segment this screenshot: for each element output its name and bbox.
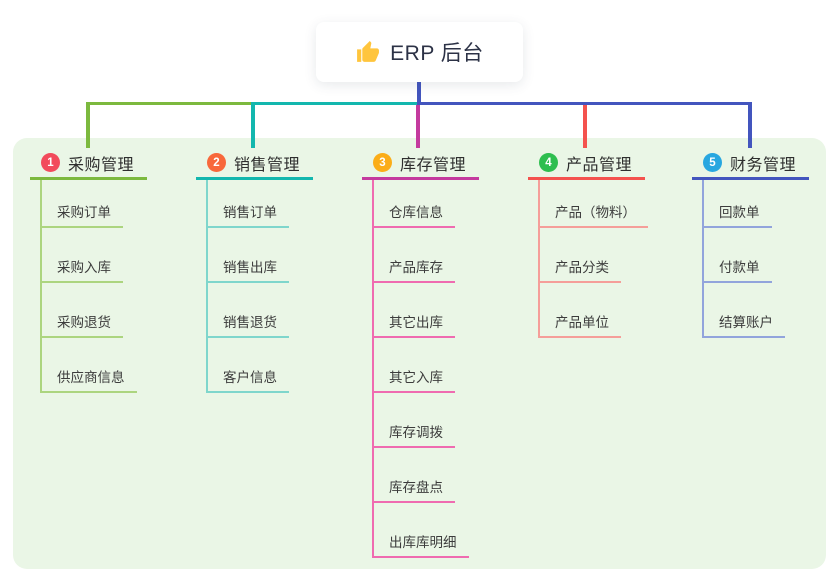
child-node[interactable]: 其它入库 bbox=[374, 338, 455, 393]
child-label: 产品库存 bbox=[389, 260, 443, 275]
child-node[interactable]: 采购订单 bbox=[42, 180, 123, 228]
connector-bus-blue bbox=[417, 102, 752, 105]
branch-children: 仓库信息 产品库存 其它出库 其它入库 库存调拨 库存盘点 出库库明细 bbox=[372, 180, 469, 558]
connector-drop-sales bbox=[251, 102, 255, 148]
branch-purchase: 1 采购管理 采购订单 采购入库 采购退货 供应商信息 bbox=[30, 148, 147, 393]
child-node[interactable]: 销售订单 bbox=[208, 180, 289, 228]
thumbs-up-icon bbox=[355, 40, 380, 65]
child-label: 结算账户 bbox=[719, 315, 773, 330]
branch-number-badge: 2 bbox=[207, 153, 226, 172]
child-label: 采购订单 bbox=[57, 205, 111, 220]
branch-header-finance[interactable]: 5 财务管理 bbox=[692, 148, 809, 180]
connector-drop-finance bbox=[748, 102, 752, 148]
child-node[interactable]: 供应商信息 bbox=[42, 338, 137, 393]
child-label: 其它出库 bbox=[389, 315, 443, 330]
child-label: 产品分类 bbox=[555, 260, 609, 275]
child-label: 销售出库 bbox=[223, 260, 277, 275]
child-node[interactable]: 采购入库 bbox=[42, 228, 123, 283]
child-label: 库存调拨 bbox=[389, 425, 443, 440]
connector-drop-purchase bbox=[86, 102, 90, 148]
branch-label: 销售管理 bbox=[234, 156, 301, 174]
child-node[interactable]: 产品分类 bbox=[540, 228, 621, 283]
root-title: ERP 后台 bbox=[390, 42, 484, 65]
branch-label: 财务管理 bbox=[730, 156, 797, 174]
branch-finance: 5 财务管理 回款单 付款单 结算账户 bbox=[692, 148, 809, 338]
child-label: 销售订单 bbox=[223, 205, 277, 220]
connector-bus-green bbox=[86, 102, 255, 105]
child-label: 采购入库 bbox=[57, 260, 111, 275]
connector-bus-teal bbox=[253, 102, 419, 105]
child-label: 销售退货 bbox=[223, 315, 277, 330]
connector-drop-inventory bbox=[416, 105, 420, 148]
child-label: 其它入库 bbox=[389, 370, 443, 385]
child-node[interactable]: 采购退货 bbox=[42, 283, 123, 338]
child-node[interactable]: 销售出库 bbox=[208, 228, 289, 283]
branch-number-badge: 4 bbox=[539, 153, 558, 172]
branch-label: 库存管理 bbox=[400, 156, 467, 174]
branch-number-badge: 1 bbox=[41, 153, 60, 172]
child-node[interactable]: 产品单位 bbox=[540, 283, 621, 338]
child-node[interactable]: 付款单 bbox=[704, 228, 772, 283]
branch-header-sales[interactable]: 2 销售管理 bbox=[196, 148, 313, 180]
child-label: 仓库信息 bbox=[389, 205, 443, 220]
child-label: 客户信息 bbox=[223, 370, 277, 385]
branch-inventory: 3 库存管理 仓库信息 产品库存 其它出库 其它入库 库存调拨 库存盘点 出库库… bbox=[362, 148, 479, 558]
branch-children: 回款单 付款单 结算账户 bbox=[702, 180, 785, 338]
root-node-erp[interactable]: ERP 后台 bbox=[316, 22, 523, 82]
child-node[interactable]: 产品（物料） bbox=[540, 180, 648, 228]
connector-root-vertical bbox=[417, 82, 421, 104]
branch-children: 产品（物料） 产品分类 产品单位 bbox=[538, 180, 648, 338]
child-node[interactable]: 库存调拨 bbox=[374, 393, 455, 448]
branch-sales: 2 销售管理 销售订单 销售出库 销售退货 客户信息 bbox=[196, 148, 313, 393]
branch-label: 采购管理 bbox=[68, 156, 135, 174]
child-node[interactable]: 回款单 bbox=[704, 180, 772, 228]
child-label: 出库库明细 bbox=[389, 535, 457, 550]
child-label: 产品（物料） bbox=[555, 205, 636, 220]
branch-product: 4 产品管理 产品（物料） 产品分类 产品单位 bbox=[528, 148, 648, 338]
branch-label: 产品管理 bbox=[566, 156, 633, 174]
branch-header-inventory[interactable]: 3 库存管理 bbox=[362, 148, 479, 180]
child-node[interactable]: 销售退货 bbox=[208, 283, 289, 338]
mindmap-panel bbox=[13, 138, 826, 569]
child-node[interactable]: 其它出库 bbox=[374, 283, 455, 338]
child-node[interactable]: 产品库存 bbox=[374, 228, 455, 283]
branch-number-badge: 5 bbox=[703, 153, 722, 172]
branch-children: 销售订单 销售出库 销售退货 客户信息 bbox=[206, 180, 289, 393]
branch-header-product[interactable]: 4 产品管理 bbox=[528, 148, 645, 180]
child-label: 产品单位 bbox=[555, 315, 609, 330]
connector-drop-product bbox=[583, 105, 587, 148]
child-node[interactable]: 出库库明细 bbox=[374, 503, 469, 558]
child-label: 采购退货 bbox=[57, 315, 111, 330]
child-node[interactable]: 结算账户 bbox=[704, 283, 785, 338]
child-label: 付款单 bbox=[719, 260, 760, 275]
branch-header-purchase[interactable]: 1 采购管理 bbox=[30, 148, 147, 180]
child-label: 回款单 bbox=[719, 205, 760, 220]
child-label: 库存盘点 bbox=[389, 480, 443, 495]
child-node[interactable]: 客户信息 bbox=[208, 338, 289, 393]
branch-number-badge: 3 bbox=[373, 153, 392, 172]
branch-children: 采购订单 采购入库 采购退货 供应商信息 bbox=[40, 180, 137, 393]
child-node[interactable]: 库存盘点 bbox=[374, 448, 455, 503]
child-label: 供应商信息 bbox=[57, 370, 125, 385]
child-node[interactable]: 仓库信息 bbox=[374, 180, 455, 228]
